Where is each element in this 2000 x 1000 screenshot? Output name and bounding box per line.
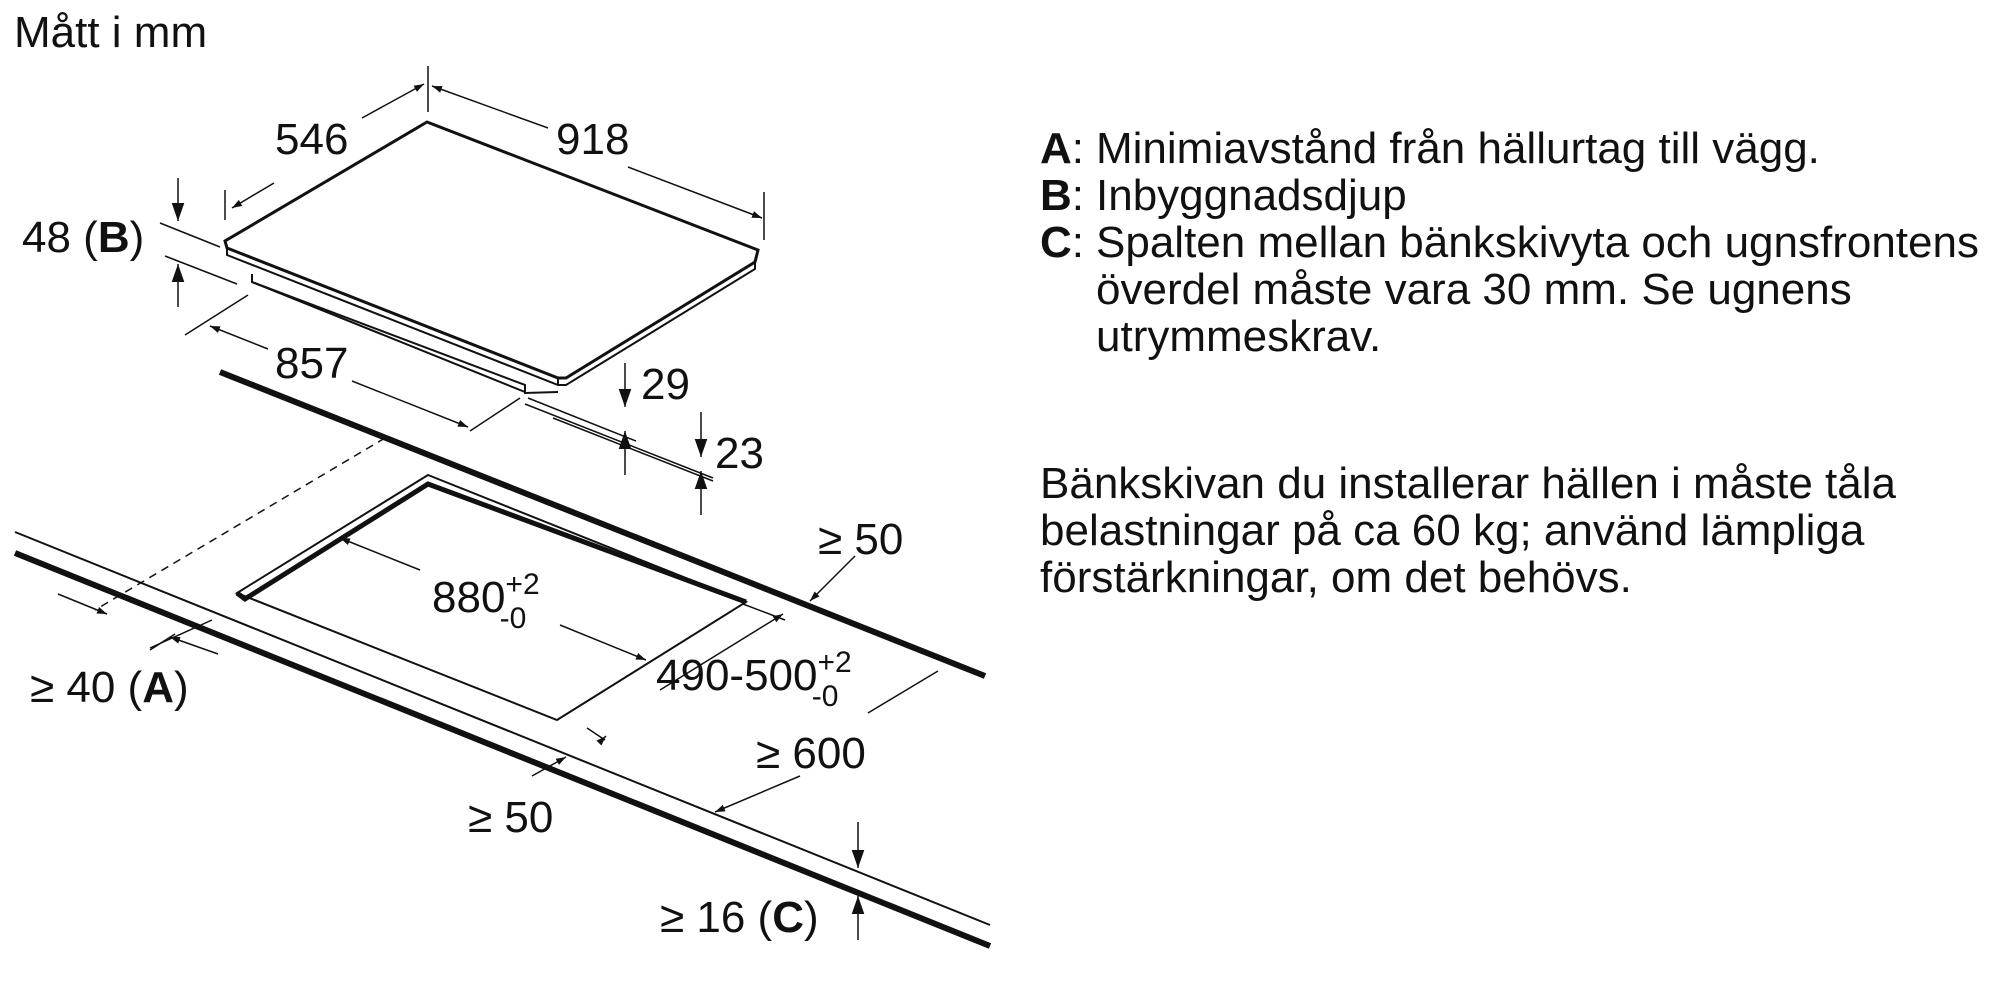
hob [223, 120, 760, 395]
worktop [13, 369, 992, 949]
legend-text: Inbyggnadsdjup [1096, 171, 1407, 220]
legend-item-b: B: Inbyggnadsdjup [1040, 172, 1980, 219]
dim-install-depth: 48 (B) [22, 213, 144, 262]
legend-text: Minimiavstånd från hällurtag till vägg. [1096, 124, 1820, 173]
legend-item-a: A: Minimiavstånd från hällurtag till väg… [1040, 125, 1980, 172]
dim-cutout-width: 880+2-0 [432, 568, 540, 635]
legend-text: Spalten mellan bänkskivyta och ugnsfront… [1096, 218, 1979, 361]
legend-key: A [1040, 124, 1072, 173]
dimension-lines [57, 66, 939, 940]
dim-base-width: 857 [275, 339, 348, 388]
worktop-cutout [234, 473, 749, 722]
load-note: Bänkskivan du installerar hällen i måste… [1040, 459, 1897, 602]
caption: Mått i mm [14, 8, 208, 57]
legend-key: C [1040, 218, 1072, 267]
dimension-labels: 546 918 48 (B) 857 29 23 880+2-0 490-500… [22, 115, 903, 942]
dim-front-clearance: ≥ 50 [468, 793, 553, 842]
dim-frame-height: 29 [641, 360, 690, 409]
legend-item-c: C: Spalten mellan bänkskivyta och ugnsfr… [1040, 218, 1979, 361]
dim-wall-clearance: ≥ 40 (A) [30, 663, 189, 712]
legend-key: B [1040, 171, 1072, 220]
dim-hob-width: 918 [556, 115, 629, 164]
installation-diagram: 546 918 48 (B) 857 29 23 880+2-0 490-500… [13, 66, 992, 949]
legend: A: Minimiavstånd från hällurtag till väg… [1040, 125, 1980, 360]
dim-back-clearance: ≥ 50 [818, 515, 903, 564]
dim-hob-depth: 546 [275, 115, 348, 164]
dim-worktop-thickness: ≥ 16 (C) [660, 893, 819, 942]
dim-worktop-depth: ≥ 600 [756, 729, 866, 778]
dim-body-height: 23 [715, 429, 764, 478]
dim-cutout-depth: 490-500+2-0 [656, 646, 852, 713]
